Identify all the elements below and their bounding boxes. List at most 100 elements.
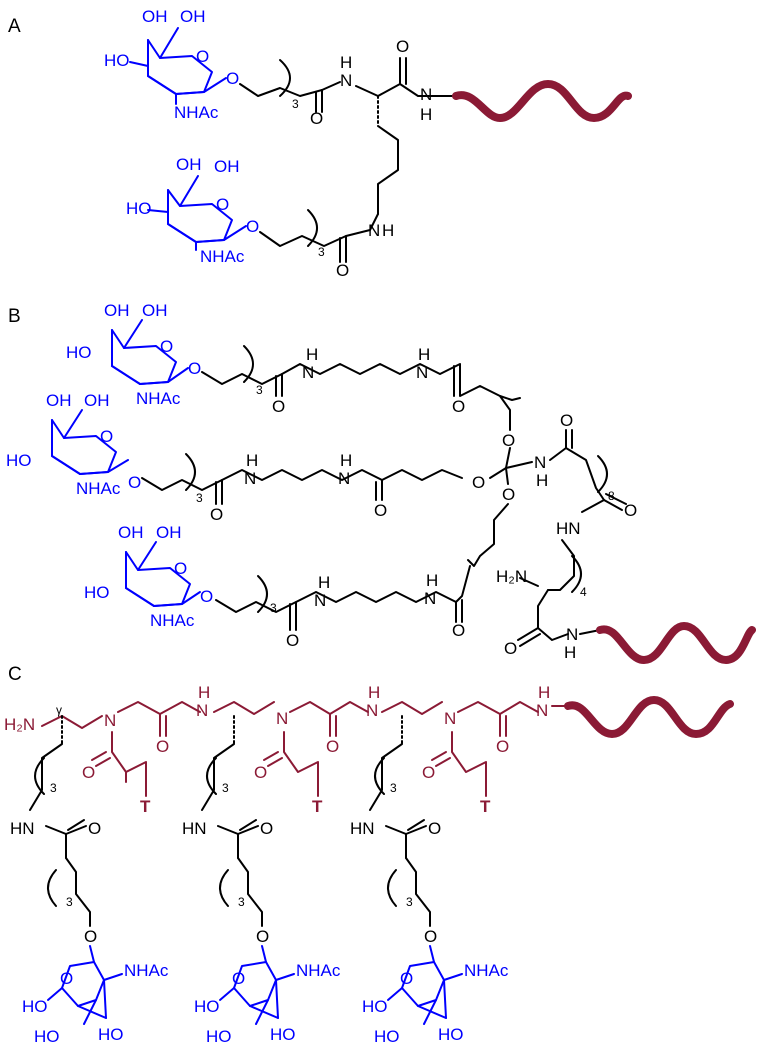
amide-h-label: H — [426, 571, 438, 590]
hydroxyl-label: HO — [374, 1027, 400, 1046]
ether-oxygen-label: O — [84, 927, 97, 946]
glycosidic-oxygen-label: O — [188, 359, 201, 378]
hydroxyl-label: HO — [66, 343, 92, 362]
hydroxyl-label: HO — [98, 1025, 124, 1044]
amide-nh-label: N — [368, 221, 380, 240]
acetamido-label: NHAc — [76, 479, 121, 498]
acetamido-label: NHAc — [174, 103, 219, 122]
carbonyl-oxygen-label: O — [374, 501, 387, 520]
glycosidic-oxygen-label: O — [226, 69, 239, 88]
hydroxyl-label: OH — [84, 391, 110, 410]
lysine-core-a: O N H — [355, 37, 457, 215]
glycosidic-oxygen-label: O — [200, 587, 213, 606]
hydroxyl-label: HO — [206, 1027, 232, 1046]
amide-nh-label: HN — [350, 819, 375, 838]
hydroxyl-label: OH — [118, 523, 144, 542]
repeat-count: 3 — [390, 781, 397, 795]
hydroxyl-label: OH — [142, 7, 168, 26]
galnac-sugar-b1: OH OH O HO NHAc O — [66, 301, 201, 408]
gamma-linker-1: 3 HN O 3 O — [10, 715, 101, 946]
panel-label-b: B — [8, 306, 21, 327]
hydroxyl-label: OH — [214, 157, 240, 176]
thymine-label: T — [480, 797, 491, 816]
hydroxyl-label: HO — [34, 1027, 60, 1046]
carbonyl-oxygen-label: O — [272, 397, 285, 416]
galnac-sugar-c3: O NHAc HO HO HO — [362, 945, 509, 1046]
acetamido-label: NHAc — [464, 961, 509, 980]
galnac-sugar-c1: O NHAc HO HO HO — [22, 945, 169, 1046]
ring-oxygen-label: O — [232, 969, 245, 988]
ring-oxygen-label: O — [100, 427, 113, 446]
amide-nh-label: HN — [10, 819, 35, 838]
amide-nh-label: N — [302, 363, 314, 382]
amine-label: H₂N — [496, 567, 527, 586]
backbone-h-label: H — [368, 683, 380, 702]
hydroxyl-label: HO — [438, 1025, 464, 1044]
oligonucleotide-helix-c — [564, 695, 734, 739]
carbonyl-oxygen-label: O — [156, 737, 169, 756]
repeat-count: 4 — [580, 585, 587, 599]
ether-oxygen-label: O — [502, 485, 515, 504]
repeat-count: 3 — [318, 245, 325, 259]
thymine-label: T — [312, 797, 323, 816]
hydroxyl-label: HO — [362, 997, 388, 1016]
glycosidic-oxygen-label: O — [246, 217, 259, 236]
backbone-nh-label: N — [366, 701, 378, 720]
carbonyl-oxygen-label: O — [260, 819, 273, 838]
carbonyl-oxygen-label: O — [254, 763, 267, 782]
terminal-amine-label: H₂N — [4, 715, 35, 734]
glycosidic-oxygen-label: O — [128, 473, 141, 492]
amide-nh-label: N — [420, 85, 432, 104]
hydroxyl-label: HO — [270, 1025, 296, 1044]
ring-oxygen-label: O — [174, 559, 187, 578]
repeat-count: 3 — [222, 781, 229, 795]
gamma-linker-3: 3 HN O 3 O — [350, 715, 441, 946]
amide-h-label: H — [306, 345, 318, 364]
repeat-count: 3 — [196, 491, 203, 505]
carbonyl-oxygen-label: O — [428, 819, 441, 838]
amide-nh-label: HN — [556, 519, 581, 538]
backbone-n-label: N — [104, 711, 116, 730]
repeat-count: 3 — [292, 97, 299, 111]
amide-h-label: H — [564, 643, 576, 662]
propyl-diamine-linker-b1: 3 O O H N H N O — [201, 345, 521, 450]
amide-nh-label: N — [534, 453, 546, 472]
hydroxyl-label: HO — [194, 997, 220, 1016]
carbonyl-oxygen-label: O — [504, 639, 517, 658]
propyl-diamine-linker-b2: 3 O O H N H N O — [141, 451, 485, 524]
hydroxyl-label: HO — [6, 451, 32, 470]
hydroxyl-label: HO — [126, 199, 152, 218]
gamma-pna-backbone: H₂N γ N N H N N H N N H O O O — [4, 683, 569, 756]
acetamido-label: NHAc — [200, 247, 245, 266]
amide-nh-label: N — [338, 469, 350, 488]
ring-oxygen-label: O — [216, 195, 229, 214]
hydroxyl-label: HO — [104, 51, 130, 70]
lysine-core-b: 4 H₂N O N H — [496, 539, 601, 662]
propyl-diamine-linker-b3: 3 O O H N H N — [215, 565, 471, 650]
thymine-side-chain-3: O T — [422, 731, 491, 816]
panel-label-a: A — [8, 16, 21, 37]
ether-oxygen-label: O — [472, 473, 485, 492]
amide-h-label: H — [318, 573, 330, 592]
acetamido-label: NHAc — [296, 961, 341, 980]
hydroxyl-label: OH — [46, 391, 72, 410]
backbone-nh-label: N — [536, 701, 548, 720]
repeat-count: 3 — [406, 895, 413, 909]
carbonyl-oxygen-label: O — [286, 631, 299, 650]
repeat-count: 3 — [66, 895, 73, 909]
backbone-nh-label: N — [196, 701, 208, 720]
carbonyl-oxygen-label: O — [336, 261, 349, 280]
hydroxyl-label: OH — [176, 155, 202, 174]
amide-h-label: H — [536, 471, 548, 490]
gamma-label: γ — [56, 703, 62, 717]
gamma-linker-2: 3 HN O 3 O — [182, 715, 273, 946]
amide-nh-label: N — [314, 591, 326, 610]
amide-nh-label: N — [416, 363, 428, 382]
ring-oxygen-label: O — [400, 969, 413, 988]
repeat-count: 3 — [270, 601, 277, 615]
amide-h-label: H — [420, 105, 432, 124]
acetamido-label: NHAc — [150, 611, 195, 630]
backbone-h-label: H — [198, 683, 210, 702]
carbonyl-oxygen-label: O — [560, 411, 573, 430]
